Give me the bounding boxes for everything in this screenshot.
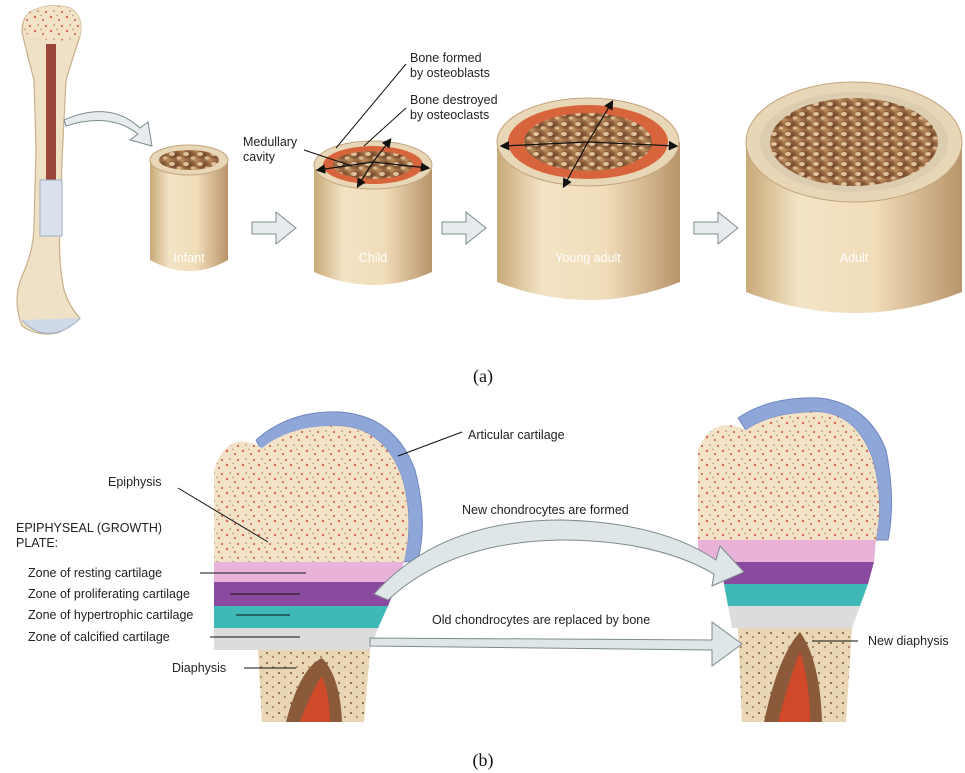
zone-calcified-label: Zone of calcified cartilage — [28, 630, 170, 644]
stage-label-adult: Adult — [840, 251, 869, 265]
medullary-cavity-label: Medullary — [243, 135, 298, 149]
growth-plate-label: EPIPHYSEAL (GROWTH) — [16, 521, 162, 535]
zone-proliferating-label: Zone of proliferating cartilage — [28, 587, 190, 601]
zone-resting-label: Zone of resting cartilage — [28, 566, 162, 580]
stage-label-young-adult: Young adult — [555, 251, 621, 265]
young-adult-bone-cylinder — [497, 98, 680, 300]
new-diaphysis-label: New diaphysis — [868, 634, 949, 648]
bone-destroyed-label-2: by osteoclasts — [410, 108, 489, 122]
step-arrow-icon — [694, 212, 738, 244]
caption-a: (a) — [473, 366, 493, 387]
new-chondrocytes-arrow-icon — [374, 520, 744, 600]
epiphysis-label: Epiphysis — [108, 475, 162, 489]
caption-b: (b) — [473, 750, 494, 771]
stage-label-child: Child — [359, 251, 388, 265]
bone-formed-label: Bone formed — [410, 51, 482, 65]
old-chondrocytes-arrow-icon — [370, 622, 742, 666]
medullary-cavity-label-2: cavity — [243, 150, 276, 164]
long-bone-illustration — [17, 6, 81, 334]
bone-formed-label-2: by osteoblasts — [410, 66, 490, 80]
zone-hypertrophic-label: Zone of hypertrophic cartilage — [28, 608, 193, 622]
step-arrow-icon — [252, 212, 296, 244]
new-chondrocytes-label: New chondrocytes are formed — [462, 503, 629, 517]
stage-label-infant: Infant — [173, 251, 205, 265]
step-arrow-icon — [442, 212, 486, 244]
diaphysis-label: Diaphysis — [172, 661, 226, 675]
adult-bone-cylinder — [746, 82, 962, 313]
left-bone-end — [214, 412, 422, 722]
articular-cartilage-label: Articular cartilage — [468, 428, 565, 442]
old-chondrocytes-label: Old chondrocytes are replaced by bone — [432, 613, 650, 627]
curved-arrow-icon — [64, 112, 152, 146]
growth-plate-label-2: PLATE: — [16, 536, 58, 550]
bone-destroyed-label: Bone destroyed — [410, 93, 498, 107]
